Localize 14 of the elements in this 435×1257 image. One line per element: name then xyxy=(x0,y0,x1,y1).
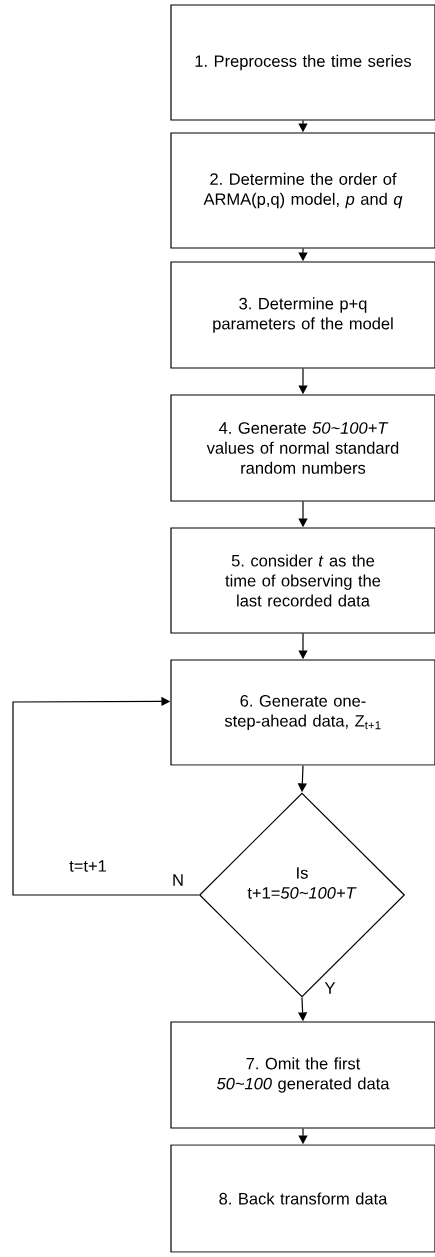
node-label: Is xyxy=(297,867,308,879)
process-box: 1. Preprocess the time series xyxy=(170,4,435,121)
arrow xyxy=(12,696,200,896)
process-box: 4. Generate 50~100+T values of normal standard random numbers xyxy=(170,394,435,502)
process-box: 8. Back transform data xyxy=(170,1144,435,1253)
process-box: 3. Determine p+q parameters of the model xyxy=(170,261,435,369)
edge-label: N xyxy=(173,874,183,886)
process-box: 7. Omit the first 50~100 generated data xyxy=(170,1021,435,1129)
process-box: 6. Generate one-step-ahead data, Z$_{t+1}$ xyxy=(170,659,435,766)
edge-label: Y xyxy=(324,982,336,994)
process-box: 5. consider t as the time of observing the last recorded data xyxy=(170,527,435,634)
node-label: t+1=50~100+T xyxy=(247,887,357,899)
process-box: 2. Determine the order of ARMA(p,q) model, p and q xyxy=(170,132,435,249)
loop-label: t=t+1 xyxy=(69,860,106,872)
